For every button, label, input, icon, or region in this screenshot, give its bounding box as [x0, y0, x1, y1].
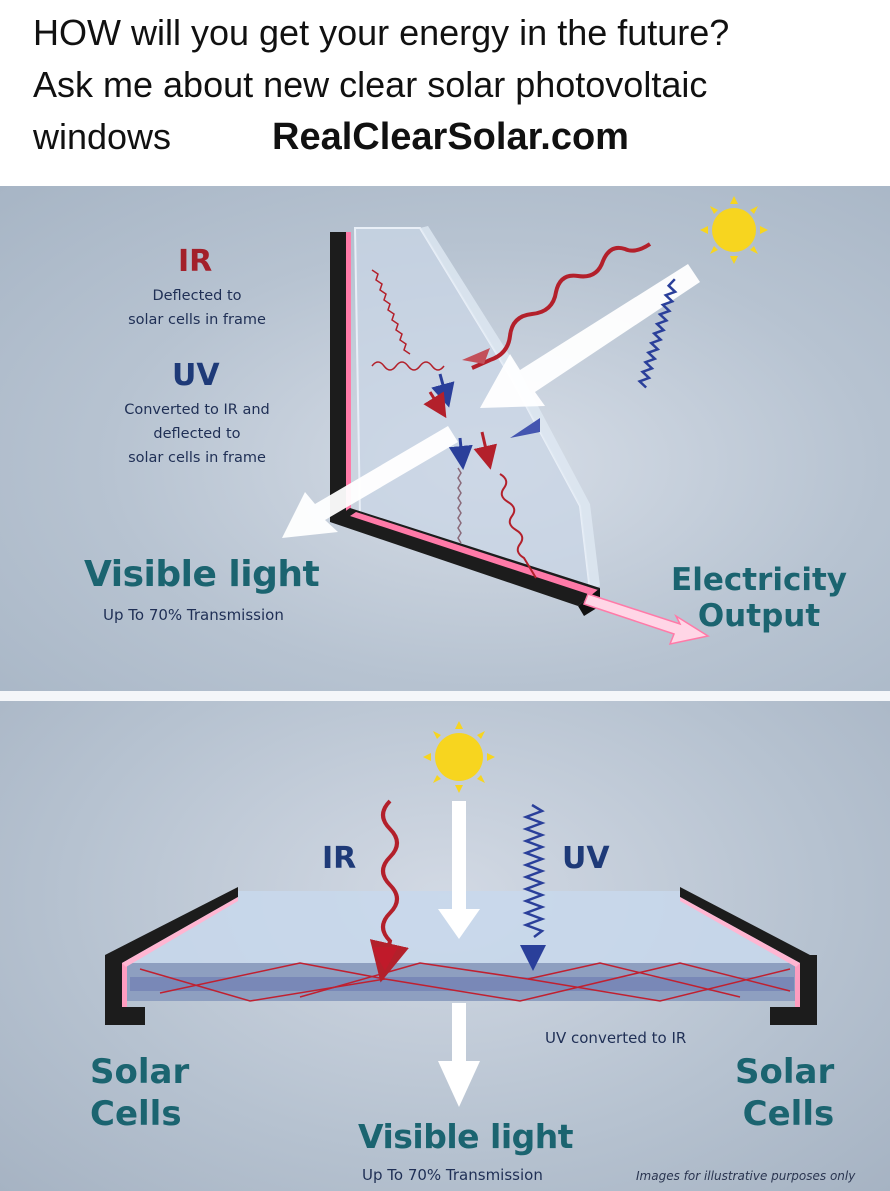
uv-wave-icon: [637, 278, 678, 389]
ir-desc-line-1: Deflected to: [152, 288, 242, 304]
visible-light-title: Visible light: [358, 1117, 574, 1156]
bottom-diagram-panel: IR UV UV converted to IR Solar Cells Sol…: [0, 701, 890, 1191]
small-arrows-icon: [423, 373, 497, 470]
panel-divider: [0, 691, 890, 701]
caption-line-1: HOW will you get your energy in the futu…: [33, 12, 730, 53]
uv-description: Converted to IR and deflected to solar c…: [114, 398, 280, 470]
visible-light-subtitle: Up To 70% Transmission: [103, 606, 284, 624]
internal-ir-wave-3-icon: [499, 473, 537, 579]
electricity-output-arrow-icon: [583, 593, 710, 646]
active-layer: [130, 977, 794, 991]
ir-arrowhead-icon: [372, 947, 398, 971]
uv-desc-line-1: Converted to IR and: [124, 402, 270, 418]
internal-uv-wave-icon: [457, 467, 462, 544]
window-diagram: [282, 196, 768, 646]
uv-arrowhead-icon: [510, 418, 540, 438]
left-cells-line-1: Solar: [90, 1052, 190, 1092]
uv-label: UV: [562, 841, 610, 876]
visible-light-arrow-icon: [438, 801, 480, 1107]
ir-wave-icon: [369, 799, 409, 983]
uv-converted-label: UV converted to IR: [545, 1029, 687, 1047]
right-cells-line-2: Cells: [742, 1094, 835, 1134]
caption: HOW will you get your energy in the futu…: [0, 0, 890, 186]
ir-wave-icon: [471, 242, 652, 370]
uv-desc-line-3: solar cells in frame: [128, 450, 266, 466]
right-cells-line-1: Solar: [735, 1052, 835, 1092]
cross-section-diagram: [105, 721, 817, 1107]
ir-label: IR: [322, 841, 357, 876]
disclaimer-text: Images for illustrative purposes only: [636, 1169, 856, 1183]
output-label-line-2: Output: [697, 598, 821, 634]
output-label-line-1: Electricity: [671, 562, 847, 598]
right-frame: [680, 887, 817, 1025]
internal-ir-wave-2-icon: [371, 361, 445, 371]
visible-light-subtitle: Up To 70% Transmission: [362, 1166, 543, 1184]
website-link[interactable]: RealClearSolar.com: [272, 116, 629, 158]
electricity-output-label: Electricity Output: [664, 562, 854, 634]
caption-line-3: windows: [33, 116, 172, 157]
caption-line-2: Ask me about new clear solar photovoltai…: [33, 64, 708, 105]
top-diagram-panel: IR Deflected to solar cells in frame UV …: [0, 186, 890, 691]
left-frame: [105, 887, 238, 1025]
ir-desc-line-2: solar cells in frame: [128, 312, 266, 328]
uv-desc-line-2: deflected to: [153, 426, 241, 442]
visible-light-arrow-icon: [282, 264, 700, 538]
right-solar-cells-label: Solar Cells: [735, 1051, 834, 1135]
window-frame: [330, 232, 600, 616]
visible-light-title: Visible light: [84, 554, 320, 595]
ir-reflections: [139, 962, 791, 1002]
ir-arrowhead-icon: [462, 348, 490, 364]
ir-title: IR: [178, 244, 213, 279]
sun-icon: [700, 196, 768, 264]
left-solar-cells-label: Solar Cells: [90, 1051, 189, 1135]
uv-title: UV: [172, 358, 220, 393]
sun-icon: [423, 721, 495, 793]
uv-arrowhead-icon: [520, 945, 546, 971]
internal-ir-wave-icon: [371, 269, 411, 355]
ir-description: Deflected to solar cells in frame: [118, 284, 276, 332]
left-cells-line-2: Cells: [90, 1094, 182, 1134]
uv-wave-icon: [522, 803, 546, 938]
